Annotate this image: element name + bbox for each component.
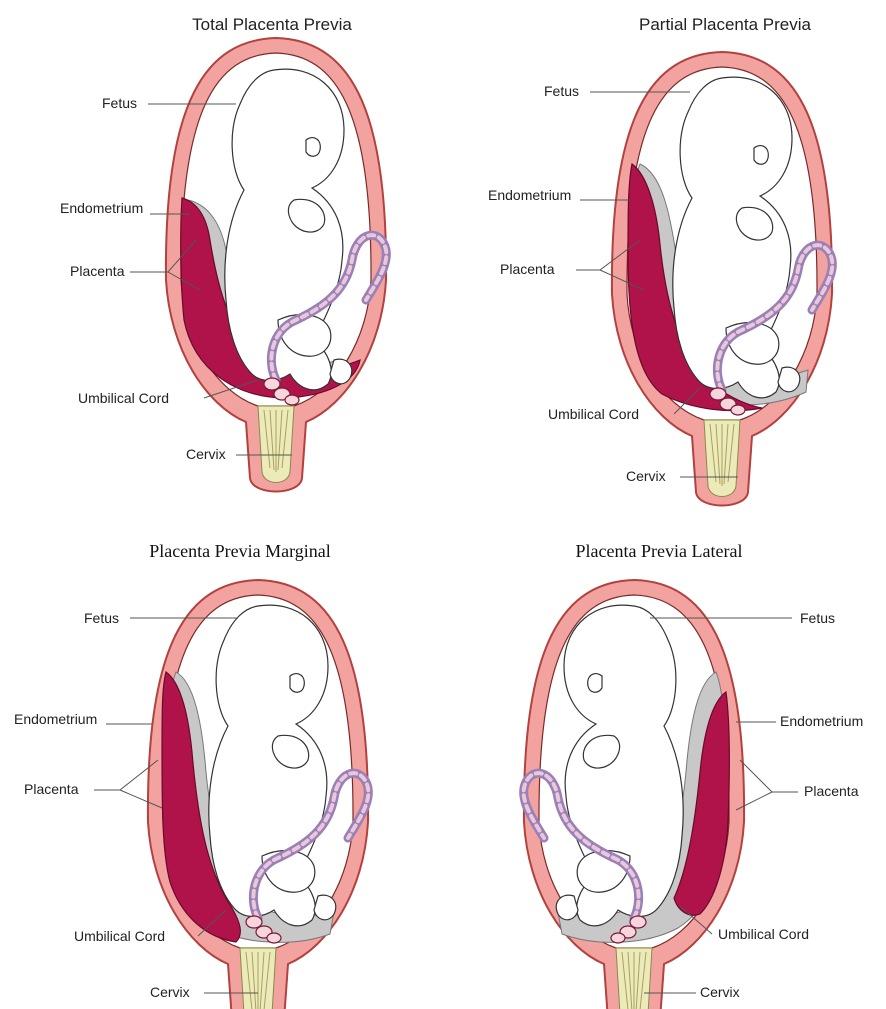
label-placenta: Placenta <box>500 261 555 277</box>
label-umbilical-cord: Umbilical Cord <box>78 390 169 406</box>
label-fetus: Fetus <box>84 610 119 626</box>
panel-title: Partial Placenta Previa <box>639 15 812 34</box>
label-endometrium: Endometrium <box>60 200 143 216</box>
label-placenta: Placenta <box>70 263 125 279</box>
label-fetus: Fetus <box>544 83 579 99</box>
label-endometrium: Endometrium <box>14 711 97 727</box>
label-cervix: Cervix <box>700 984 740 1000</box>
panel-total-placenta-previa: Total Placenta Previa Fetus Endometrium … <box>60 15 386 492</box>
label-endometrium: Endometrium <box>488 187 571 203</box>
uterus-illustration <box>612 52 832 506</box>
label-fetus: Fetus <box>102 95 137 111</box>
uterus-illustration <box>148 580 368 1009</box>
label-umbilical-cord: Umbilical Cord <box>548 406 639 422</box>
label-cervix: Cervix <box>626 468 666 484</box>
panel-placenta-previa-lateral: Placenta Previa Lateral Fetus Endometriu… <box>524 541 864 1009</box>
panel-partial-placenta-previa: Partial Placenta Previa Fetus Endometriu… <box>488 15 832 506</box>
panel-title: Total Placenta Previa <box>192 15 352 34</box>
label-fetus: Fetus <box>800 610 835 626</box>
panel-title: Placenta Previa Lateral <box>576 541 743 561</box>
label-endometrium: Endometrium <box>780 713 863 729</box>
label-umbilical-cord: Umbilical Cord <box>718 926 809 942</box>
label-placenta: Placenta <box>24 781 79 797</box>
label-cervix: Cervix <box>150 984 190 1000</box>
label-placenta: Placenta <box>804 783 859 799</box>
uterus-illustration <box>166 38 386 492</box>
uterus-illustration <box>524 580 744 1009</box>
label-umbilical-cord: Umbilical Cord <box>74 928 165 944</box>
panel-placenta-previa-marginal: Placenta Previa Marginal Fetus Endometri… <box>14 541 368 1009</box>
label-cervix: Cervix <box>186 446 226 462</box>
panel-title: Placenta Previa Marginal <box>149 541 331 561</box>
